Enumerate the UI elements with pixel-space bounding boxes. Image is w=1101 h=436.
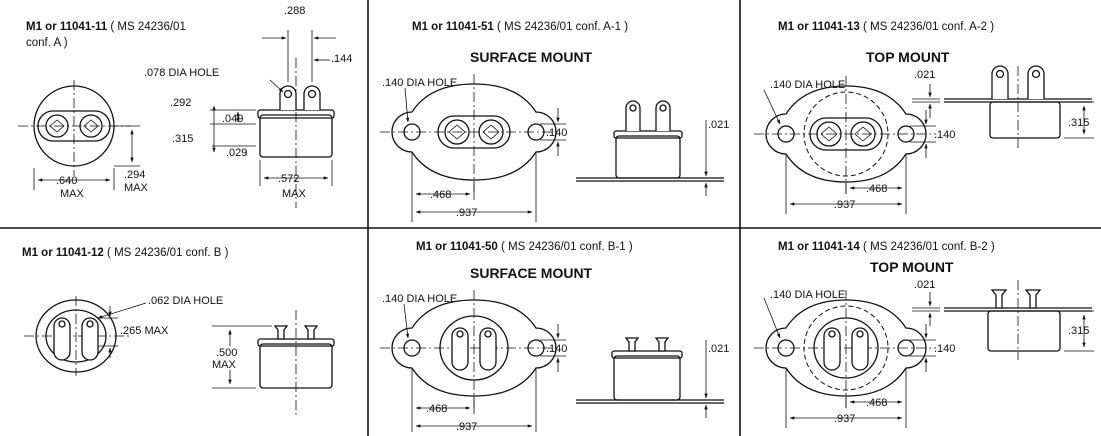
side-view-drawing <box>212 310 335 418</box>
dim-468: .468 <box>866 397 887 409</box>
hole-label: .140 DIA HOLE <box>770 289 845 301</box>
dim-640: .640 <box>56 175 77 187</box>
top-view-drawing <box>380 74 566 222</box>
panel-m1-11041-51: M1 or 11041-51 ( MS 24236/01 conf. A-1 )… <box>380 21 729 222</box>
hole-label: .078 DIA HOLE <box>144 67 219 79</box>
hole-label: .062 DIA HOLE <box>148 295 223 307</box>
side-view-drawing <box>210 30 336 208</box>
dim-937: .937 <box>834 199 855 211</box>
panel-m1-11041-12: M1 or 11041-12 ( MS 24236/01 conf. B ) .… <box>22 247 335 418</box>
top-view-drawing <box>18 80 140 190</box>
dim-468: .468 <box>866 183 887 195</box>
side-view-drawing <box>576 100 724 196</box>
panel-header: M1 or 11041-12 ( MS 24236/01 conf. B ) <box>22 247 229 259</box>
dim-265: .265 MAX <box>120 325 169 337</box>
dim-292: .292 <box>170 97 191 109</box>
panel-subtitle: TOP MOUNT <box>866 49 950 65</box>
panel-header-cont: conf. A ) <box>26 37 68 49</box>
panel-subtitle: SURFACE MOUNT <box>470 49 593 65</box>
dim-500-max: MAX <box>212 359 237 371</box>
side-view-drawing <box>912 280 1094 360</box>
dim-029: .029 <box>226 147 247 159</box>
dim-140: .140 <box>934 343 955 355</box>
dim-144: .144 <box>331 53 352 65</box>
top-view-drawing <box>754 76 936 214</box>
dim-140: .140 <box>546 127 567 139</box>
panel-header: M1 or 11041-50 ( MS 24236/01 conf. B-1 ) <box>416 241 633 253</box>
panel-header: M1 or 11041-51 ( MS 24236/01 conf. A-1 ) <box>412 21 628 33</box>
dim-294-max: MAX <box>124 182 149 194</box>
dim-288: .288 <box>284 5 305 17</box>
panel-header: M1 or 11041-13 ( MS 24236/01 conf. A-2 ) <box>778 21 994 33</box>
panel-header: M1 or 11041-14 ( MS 24236/01 conf. B-2 ) <box>778 241 995 253</box>
hole-label: .140 DIA HOLE <box>382 293 457 305</box>
dim-315: .315 <box>172 133 193 145</box>
dim-021: .021 <box>914 279 935 291</box>
panel-header: M1 or 11041-11 ( MS 24236/01 <box>26 21 186 33</box>
hole-label: .140 DIA HOLE <box>382 77 457 89</box>
dim-049: .049 <box>222 113 243 125</box>
dim-140: .140 <box>934 129 955 141</box>
dim-021: .021 <box>914 69 935 81</box>
dim-021: .021 <box>708 343 729 355</box>
hole-label: .140 DIA HOLE <box>770 79 845 91</box>
dim-640-max: MAX <box>60 188 85 200</box>
top-view-drawing <box>24 296 147 376</box>
panel-m1-11041-14: M1 or 11041-14 ( MS 24236/01 conf. B-2 )… <box>754 241 1094 428</box>
top-view-drawing <box>754 290 936 428</box>
panel-subtitle: SURFACE MOUNT <box>470 265 593 281</box>
side-view-drawing <box>912 65 1094 150</box>
panel-m1-11041-50: M1 or 11041-50 ( MS 24236/01 conf. B-1 )… <box>380 241 729 433</box>
dim-315: .315 <box>1068 325 1089 337</box>
dim-140: .140 <box>546 343 567 355</box>
dim-572: .572 <box>278 173 299 185</box>
dim-021: .021 <box>708 119 729 131</box>
dim-468: .468 <box>430 189 451 201</box>
dim-315: .315 <box>1068 117 1089 129</box>
side-view-drawing <box>576 337 724 418</box>
panel-m1-11041-11: M1 or 11041-11 ( MS 24236/01 conf. A ) .… <box>18 5 352 208</box>
dim-937: .937 <box>456 207 477 219</box>
panel-subtitle: TOP MOUNT <box>870 259 954 275</box>
dim-294: .294 <box>124 169 145 181</box>
panel-m1-11041-13: M1 or 11041-13 ( MS 24236/01 conf. A-2 )… <box>754 21 1094 214</box>
dim-468: .468 <box>426 403 447 415</box>
dim-572-max: MAX <box>282 188 307 200</box>
dim-500: .500 <box>216 347 237 359</box>
dim-937: .937 <box>834 413 855 425</box>
top-view-drawing <box>380 290 566 432</box>
dim-937: .937 <box>456 421 477 433</box>
